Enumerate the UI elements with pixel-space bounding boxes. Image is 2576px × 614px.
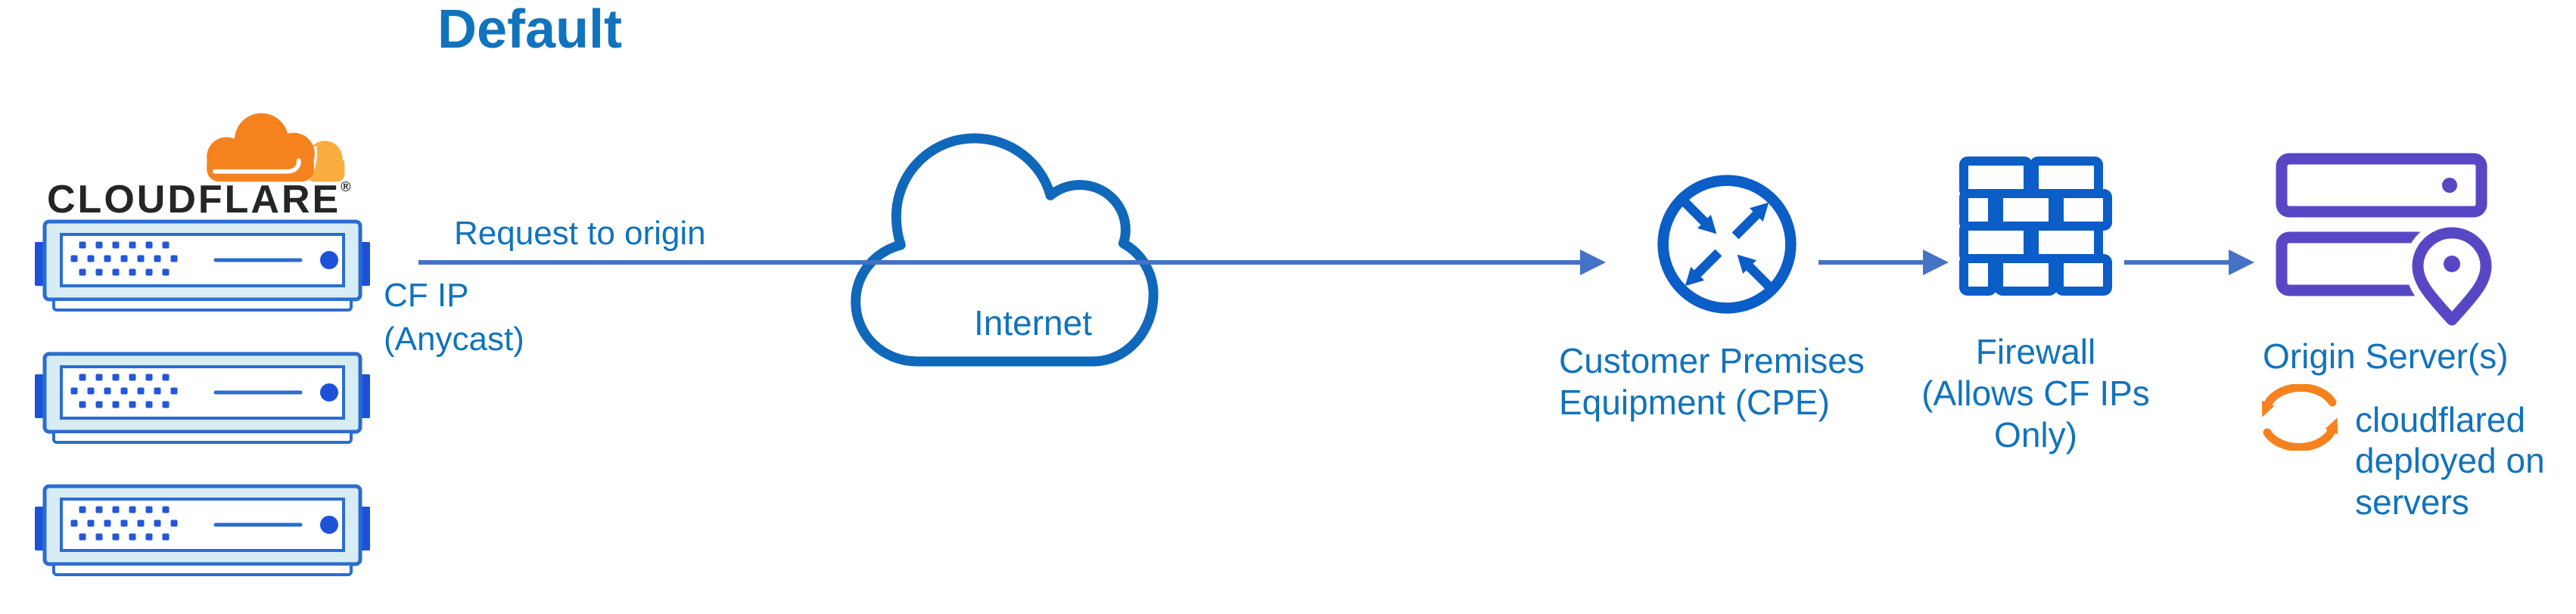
edge-server-icon — [34, 219, 371, 320]
origin-servers-pin-icon — [2273, 150, 2500, 339]
brick-wall-icon — [1958, 155, 2113, 306]
origin-servers-label: Origin Server(s) — [2263, 336, 2509, 376]
flow-arrow-firewall-origin — [2124, 260, 2229, 265]
sync-refresh-icon — [2255, 383, 2347, 454]
cloudflared-note: cloudflared deployed on servers — [2355, 400, 2545, 522]
flow-arrowhead — [1923, 250, 1949, 275]
server-led-dots — [70, 506, 178, 541]
firewall-bricks — [1959, 157, 2112, 296]
edge-server-icon — [34, 352, 371, 452]
router-arrows-icon — [1654, 171, 1800, 321]
firewall-label-line1: Firewall — [1975, 332, 2096, 371]
flow-arrowhead — [2229, 250, 2254, 275]
flow-arrow-request — [418, 260, 1582, 265]
flow-arrow-cpe-firewall — [1818, 260, 1924, 265]
registered-mark: ® — [341, 179, 351, 194]
request-to-origin-label: Request to origin — [454, 215, 706, 252]
server-led-dots — [70, 374, 178, 408]
internet-label: Internet — [974, 303, 1092, 343]
cpe-label-line2: Equipment (CPE) — [1559, 383, 1830, 423]
diagram-title: Default — [437, 0, 623, 60]
firewall-label-line2: (Allows CF IPs Only) — [1921, 374, 2150, 455]
cloudflare-wordmark-text: CLOUDFLARE — [47, 178, 341, 222]
edge-server-icon — [34, 484, 371, 585]
anycast-line: (Anycast) — [384, 321, 524, 358]
cf-ip-line: CF IP — [384, 277, 469, 314]
router-arrows — [1682, 199, 1772, 290]
cloudflare-wordmark: CLOUDFLARE® — [47, 180, 350, 219]
cpe-label: Customer Premises Equipment (CPE) — [1559, 340, 1865, 423]
server-led-dots — [70, 241, 178, 276]
firewall-label: Firewall (Allows CF IPs Only) — [1884, 331, 2187, 457]
cpe-label-line1: Customer Premises — [1559, 341, 1865, 380]
cf-ip-anycast-label: CF IP (Anycast) — [384, 274, 524, 361]
flow-arrowhead — [1580, 250, 1606, 275]
cloudflare-cloud-logo-icon — [184, 106, 359, 189]
